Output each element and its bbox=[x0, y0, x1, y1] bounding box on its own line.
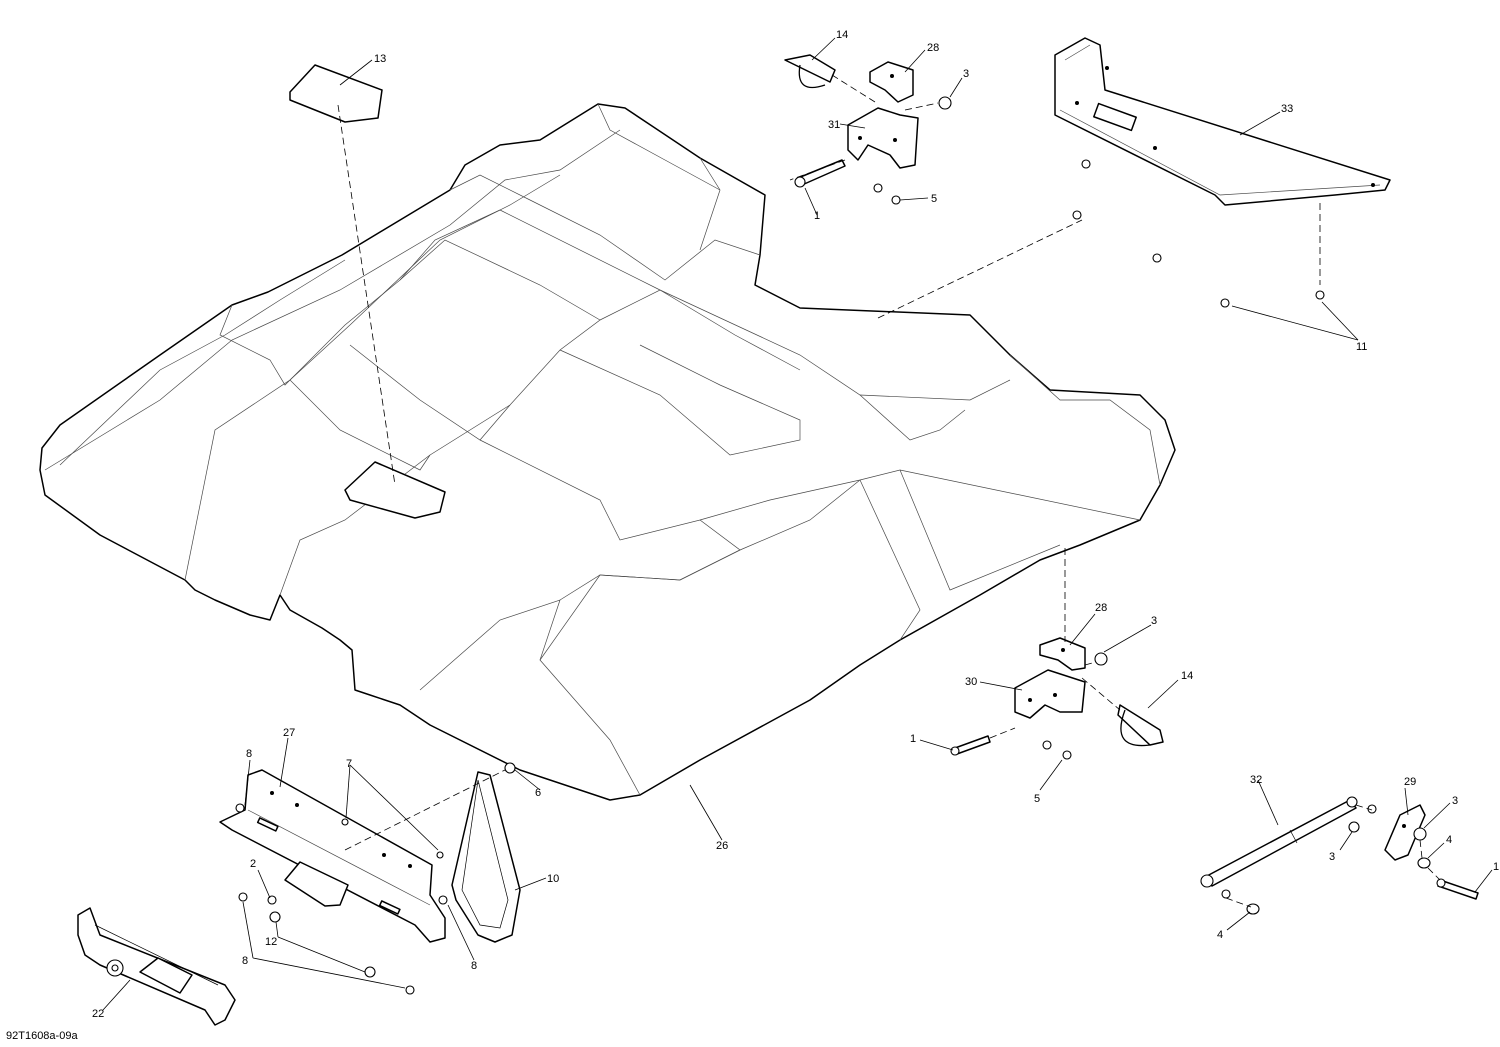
bolt-part-1-strut[interactable] bbox=[1436, 878, 1479, 900]
callout-32: 32 bbox=[1250, 774, 1262, 786]
bracket-part-28-lower[interactable] bbox=[1039, 637, 1086, 671]
callout-5-lower: 5 bbox=[1034, 793, 1040, 805]
callout-12: 12 bbox=[265, 936, 277, 948]
decal-part-13[interactable] bbox=[289, 64, 383, 123]
fasteners-part-11[interactable] bbox=[1072, 159, 1325, 308]
callout-3-strut-right: 3 bbox=[1452, 795, 1458, 807]
hitch-pin-part-14-lower[interactable] bbox=[1117, 704, 1164, 747]
bracket-part-30[interactable] bbox=[1014, 669, 1086, 719]
callout-5-upper: 5 bbox=[931, 193, 937, 205]
callout-10: 10 bbox=[547, 873, 559, 885]
callout-3-lower: 3 bbox=[1151, 615, 1157, 627]
callout-8-right: 8 bbox=[471, 960, 477, 972]
callout-28-upper: 28 bbox=[927, 42, 939, 54]
nuts-part-2-12[interactable] bbox=[267, 895, 376, 978]
callout-14-lower: 14 bbox=[1181, 670, 1193, 682]
bracket-part-31[interactable] bbox=[847, 107, 919, 169]
callout-33: 33 bbox=[1281, 103, 1293, 115]
callout-1-upper: 1 bbox=[814, 210, 820, 222]
screws-part-5-lower[interactable] bbox=[1042, 740, 1072, 760]
bolt-part-1-lower[interactable] bbox=[950, 735, 991, 756]
callout-8-bottom: 8 bbox=[242, 955, 248, 967]
callout-28-lower: 28 bbox=[1095, 602, 1107, 614]
gas-strut-part-32[interactable] bbox=[1200, 796, 1358, 888]
support-plate-part-33[interactable] bbox=[1054, 37, 1391, 206]
nut-part-3-upper[interactable] bbox=[938, 96, 952, 110]
callout-31: 31 bbox=[828, 119, 840, 131]
bracket-part-28-upper[interactable] bbox=[869, 61, 914, 103]
screws-part-5-upper[interactable] bbox=[873, 183, 901, 205]
callout-1-strut: 1 bbox=[1493, 861, 1499, 873]
callout-13: 13 bbox=[374, 53, 386, 65]
callout-8-top: 8 bbox=[246, 748, 252, 760]
callout-2: 2 bbox=[250, 858, 256, 870]
callout-3-strut-left: 3 bbox=[1329, 851, 1335, 863]
callout-4-left: 4 bbox=[1217, 929, 1223, 941]
diagram-reference-code: 92T1608a-09a bbox=[6, 1030, 78, 1042]
hitch-pin-part-14-upper[interactable] bbox=[784, 54, 836, 89]
callout-1-lower: 1 bbox=[910, 733, 916, 745]
callout-7: 7 bbox=[346, 758, 352, 770]
callout-26: 26 bbox=[716, 840, 728, 852]
washer-part-4[interactable] bbox=[1246, 857, 1431, 915]
callout-29: 29 bbox=[1404, 776, 1416, 788]
lamp-assembly-part-22[interactable] bbox=[77, 907, 236, 1026]
callout-3-upper: 3 bbox=[963, 68, 969, 80]
callout-22: 22 bbox=[92, 1008, 104, 1020]
screws-part-6-7-8[interactable] bbox=[235, 762, 516, 995]
callout-27: 27 bbox=[283, 727, 295, 739]
callout-30: 30 bbox=[965, 676, 977, 688]
cover-part-26[interactable] bbox=[39, 103, 1176, 801]
callout-14-upper: 14 bbox=[836, 29, 848, 41]
nut-part-3-lower[interactable] bbox=[1094, 652, 1108, 666]
stud-strut[interactable] bbox=[1221, 804, 1377, 899]
bolt-part-1-upper[interactable] bbox=[794, 159, 846, 188]
nut-part-3-strut[interactable] bbox=[1348, 821, 1427, 841]
bracket-part-29[interactable] bbox=[1384, 804, 1426, 861]
callout-6: 6 bbox=[535, 787, 541, 799]
strap-part-10[interactable] bbox=[451, 771, 521, 943]
mounting-plate-part-27[interactable] bbox=[219, 769, 446, 943]
callout-4-right: 4 bbox=[1446, 834, 1452, 846]
callout-11: 11 bbox=[1356, 341, 1367, 353]
